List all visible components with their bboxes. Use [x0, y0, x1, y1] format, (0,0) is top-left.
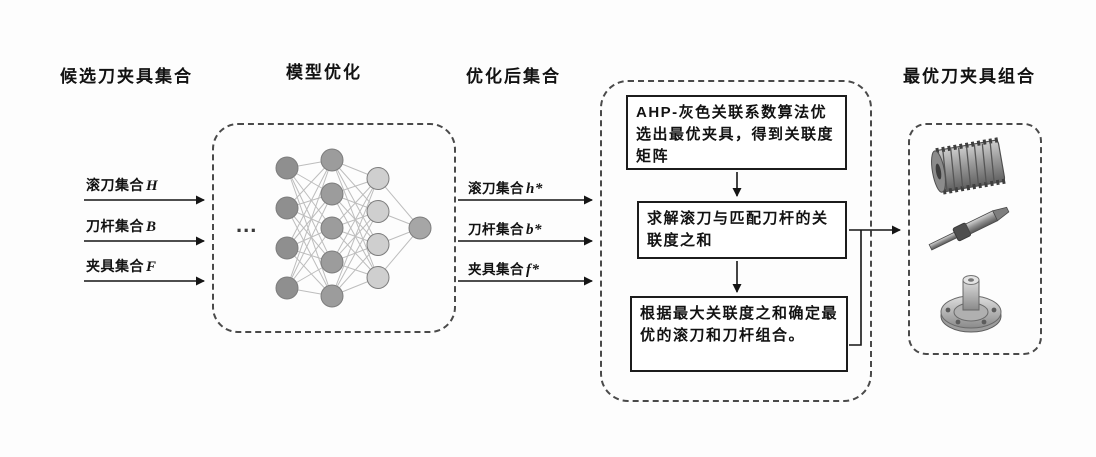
label-var: h* [526, 181, 543, 197]
step-box-ahp-grey-correlation: AHP-灰色关联系数算法优选出最优夹具，得到关联度矩阵 [626, 95, 847, 170]
label-var: B [146, 219, 157, 235]
step-box-correlation-sum: 求解滚刀与匹配刀杆的关联度之和 [637, 201, 847, 259]
label-var: b* [526, 222, 542, 238]
ahp-process-box [600, 80, 872, 402]
label-text: 刀杆集合 [468, 222, 524, 237]
tool-arbor-image [928, 206, 1010, 251]
label-var: F [146, 259, 157, 275]
result-box [908, 123, 1042, 355]
heading-candidate-set: 候选刀夹具集合 [60, 67, 193, 86]
label-text: 夹具集合 [468, 262, 524, 277]
label-text: 滚刀集合 [86, 177, 144, 193]
heading-optimal-combination: 最优刀夹具组合 [903, 67, 1036, 86]
nn-ellipsis: ... [236, 212, 258, 237]
heading-optimized-set: 优化后集合 [466, 67, 561, 86]
label-text: 夹具集合 [86, 258, 144, 274]
label-text: 滚刀集合 [468, 181, 524, 196]
neural-network-box [212, 123, 456, 333]
step-box-max-correlation: 根据最大关联度之和确定最优的滚刀和刀杆组合。 [630, 296, 848, 372]
label-text: 刀杆集合 [86, 218, 144, 234]
fixture-image [940, 275, 1002, 333]
label-var: H [146, 178, 159, 194]
heading-model-optimization: 模型优化 [286, 63, 362, 82]
hob-cutter-image [931, 137, 1006, 195]
label-var: f* [526, 262, 540, 278]
